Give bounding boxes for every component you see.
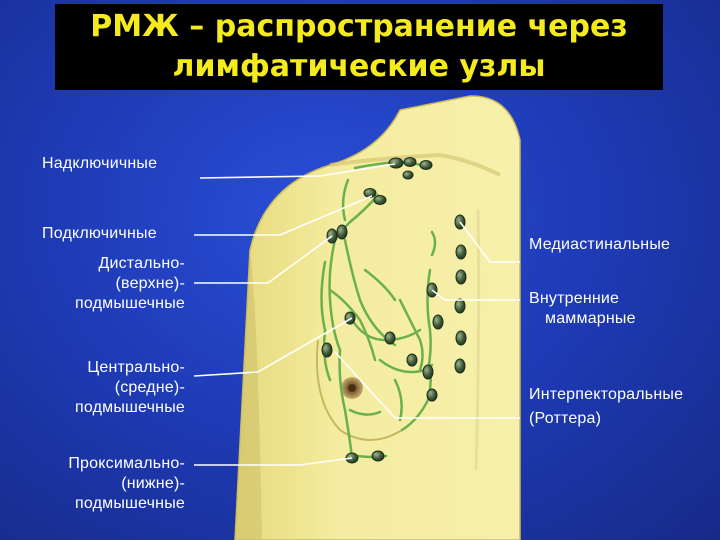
- clavicle-shading: [329, 152, 501, 177]
- node-internal-mammary: [455, 269, 467, 285]
- label-internal-mammary: Внутренние маммарные: [529, 289, 636, 329]
- leader-central-axillary: [193, 317, 353, 377]
- label-supraclavicular: Надключичные: [42, 155, 158, 172]
- node-mediastinal: [455, 244, 467, 260]
- label-internal-mammary-line-1: Внутренние: [529, 290, 620, 307]
- node-supraclavicular: [402, 170, 414, 180]
- leader-distal-axillary: [194, 235, 333, 284]
- label-distal-axillary: Дистально- (верхне)- подмышечные: [30, 254, 185, 314]
- label-proximal-line-1: Проксимально-: [68, 455, 185, 472]
- node-internal-mammary: [455, 330, 467, 346]
- label-distal-line-3: подмышечные: [74, 295, 185, 312]
- node-distal-axillary: [336, 224, 348, 240]
- label-central-line-1: Центрально-: [87, 359, 185, 376]
- breast-contour: [315, 339, 403, 441]
- nipple-center: [348, 384, 356, 392]
- leader-supraclavicular: [199, 163, 396, 179]
- torso-shape: [234, 95, 521, 540]
- leader-interpectoral: [334, 351, 520, 419]
- node-infraclavicular: [373, 195, 387, 205]
- label-proximal-axillary: Проксимально- (нижне)- подмышечные: [30, 454, 185, 514]
- node-central-axillary: [344, 311, 356, 325]
- node-central-axillary: [321, 342, 333, 358]
- label-interpectoral-line-1: Интерпекторальные: [529, 386, 684, 403]
- node-internal-mammary: [454, 298, 466, 314]
- node-supraclavicular: [419, 160, 433, 170]
- title-line-2: лимфатические узлы: [172, 49, 546, 84]
- label-proximal-line-2: (нижне)-: [121, 475, 185, 492]
- node-supraclavicular: [403, 157, 417, 167]
- label-infraclavicular: Подключичные: [42, 225, 157, 242]
- label-central-line-2: (средне)-: [114, 379, 185, 396]
- sternum-line: [474, 209, 481, 471]
- label-distal-line-2: (верхне)-: [115, 275, 185, 292]
- label-distal-line-1: Дистально-: [98, 255, 185, 272]
- node-internal-mammary: [432, 314, 444, 330]
- label-central-line-3: подмышечные: [74, 399, 185, 416]
- label-proximal-line-3: подмышечные: [74, 495, 185, 512]
- node-supraclavicular: [388, 157, 404, 169]
- node-proximal-axillary: [371, 450, 385, 462]
- label-internal-mammary-line-2: маммарные: [545, 310, 636, 327]
- leader-proximal-axillary: [194, 457, 353, 466]
- arm-shadow: [235, 250, 262, 540]
- label-interpectoral: Интерпекторальные (Роттера): [529, 385, 683, 429]
- leader-mediastinal: [459, 221, 520, 263]
- node-interpectoral: [454, 358, 466, 374]
- node-interpectoral: [426, 388, 438, 402]
- node-central-axillary: [384, 331, 396, 345]
- label-mediastinal: Медиастинальные: [529, 236, 671, 253]
- node-central-axillary: [406, 353, 418, 367]
- title-line-1: РМЖ – распространение через: [90, 9, 628, 44]
- label-interpectoral-line-2: (Роттера): [529, 410, 602, 427]
- leader-lines: [193, 163, 520, 466]
- label-central-axillary: Центрально- (средне)- подмышечные: [30, 358, 185, 418]
- slide-title: РМЖ – распространение через лимфатически…: [55, 4, 663, 90]
- leader-internal-mammary: [431, 289, 520, 301]
- leader-infraclavicular: [194, 195, 373, 236]
- node-interpectoral: [422, 364, 434, 380]
